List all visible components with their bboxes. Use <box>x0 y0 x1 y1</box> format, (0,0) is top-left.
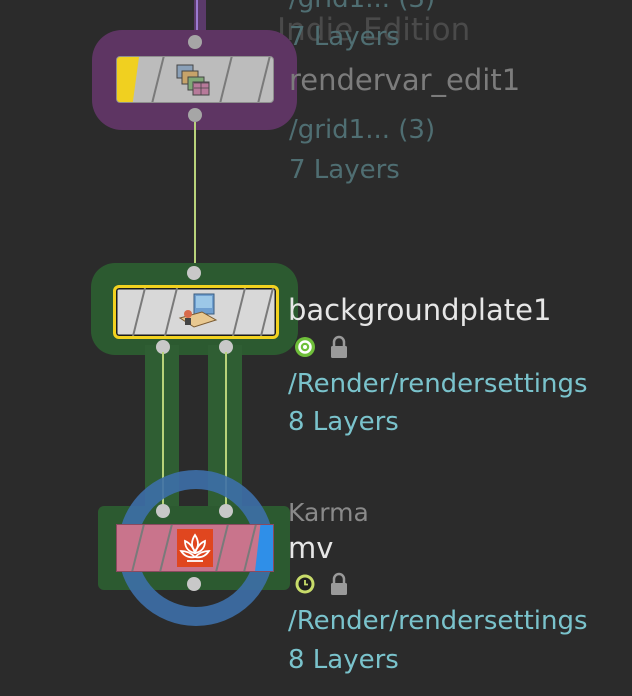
node-path-backgroundplate1: /Render/rendersettings <box>288 369 588 399</box>
input-port-rendervar-edit1[interactable] <box>188 35 202 49</box>
prev-node-path: /grid1... (3) <box>289 0 435 12</box>
lock-icon[interactable] <box>328 572 350 596</box>
node-name-mv[interactable]: mv <box>288 531 334 565</box>
render-layers-icon <box>175 63 213 97</box>
wire-rendervar-to-backgroundplate[interactable] <box>194 122 196 270</box>
prev-node-layers: 7 Layers <box>289 22 400 52</box>
node-mv[interactable] <box>116 524 274 572</box>
wire-backgroundplate-to-mv-right[interactable] <box>225 352 227 512</box>
clock-icon[interactable] <box>294 573 316 595</box>
output-port-mv[interactable] <box>187 577 201 591</box>
node-layers-rendervar-edit1: 7 Layers <box>289 155 400 185</box>
input-wire-top-line <box>196 0 198 42</box>
input-port-left-mv[interactable] <box>156 504 170 518</box>
output-port-rendervar-edit1[interactable] <box>188 108 202 122</box>
edition-watermark: Indie Edition <box>277 12 471 48</box>
node-path-mv: /Render/rendersettings <box>288 606 588 636</box>
wire-backgroundplate-to-mv-left[interactable] <box>162 352 164 512</box>
background-plate-icon <box>176 292 220 330</box>
node-path-rendervar-edit1: /grid1... (3) <box>289 115 436 145</box>
node-rendervar-edit1[interactable] <box>116 56 274 103</box>
input-port-backgroundplate1[interactable] <box>187 266 201 280</box>
karma-flower-icon <box>177 529 213 567</box>
node-type-mv: Karma <box>288 498 369 527</box>
lock-icon[interactable] <box>328 335 350 359</box>
output-port-right-backgroundplate1[interactable] <box>219 340 233 354</box>
node-name-rendervar-edit1[interactable]: rendervar_edit1 <box>289 63 521 97</box>
input-port-right-mv[interactable] <box>219 504 233 518</box>
node-backgroundplate1[interactable] <box>113 285 279 339</box>
node-name-backgroundplate1[interactable]: backgroundplate1 <box>288 293 552 327</box>
bypass-flag[interactable] <box>117 57 139 102</box>
render-flag[interactable] <box>255 525 273 571</box>
display-flag-icon[interactable] <box>293 335 317 359</box>
output-port-left-backgroundplate1[interactable] <box>156 340 170 354</box>
node-layers-backgroundplate1: 8 Layers <box>288 407 399 437</box>
node-layers-mv: 8 Layers <box>288 645 399 675</box>
